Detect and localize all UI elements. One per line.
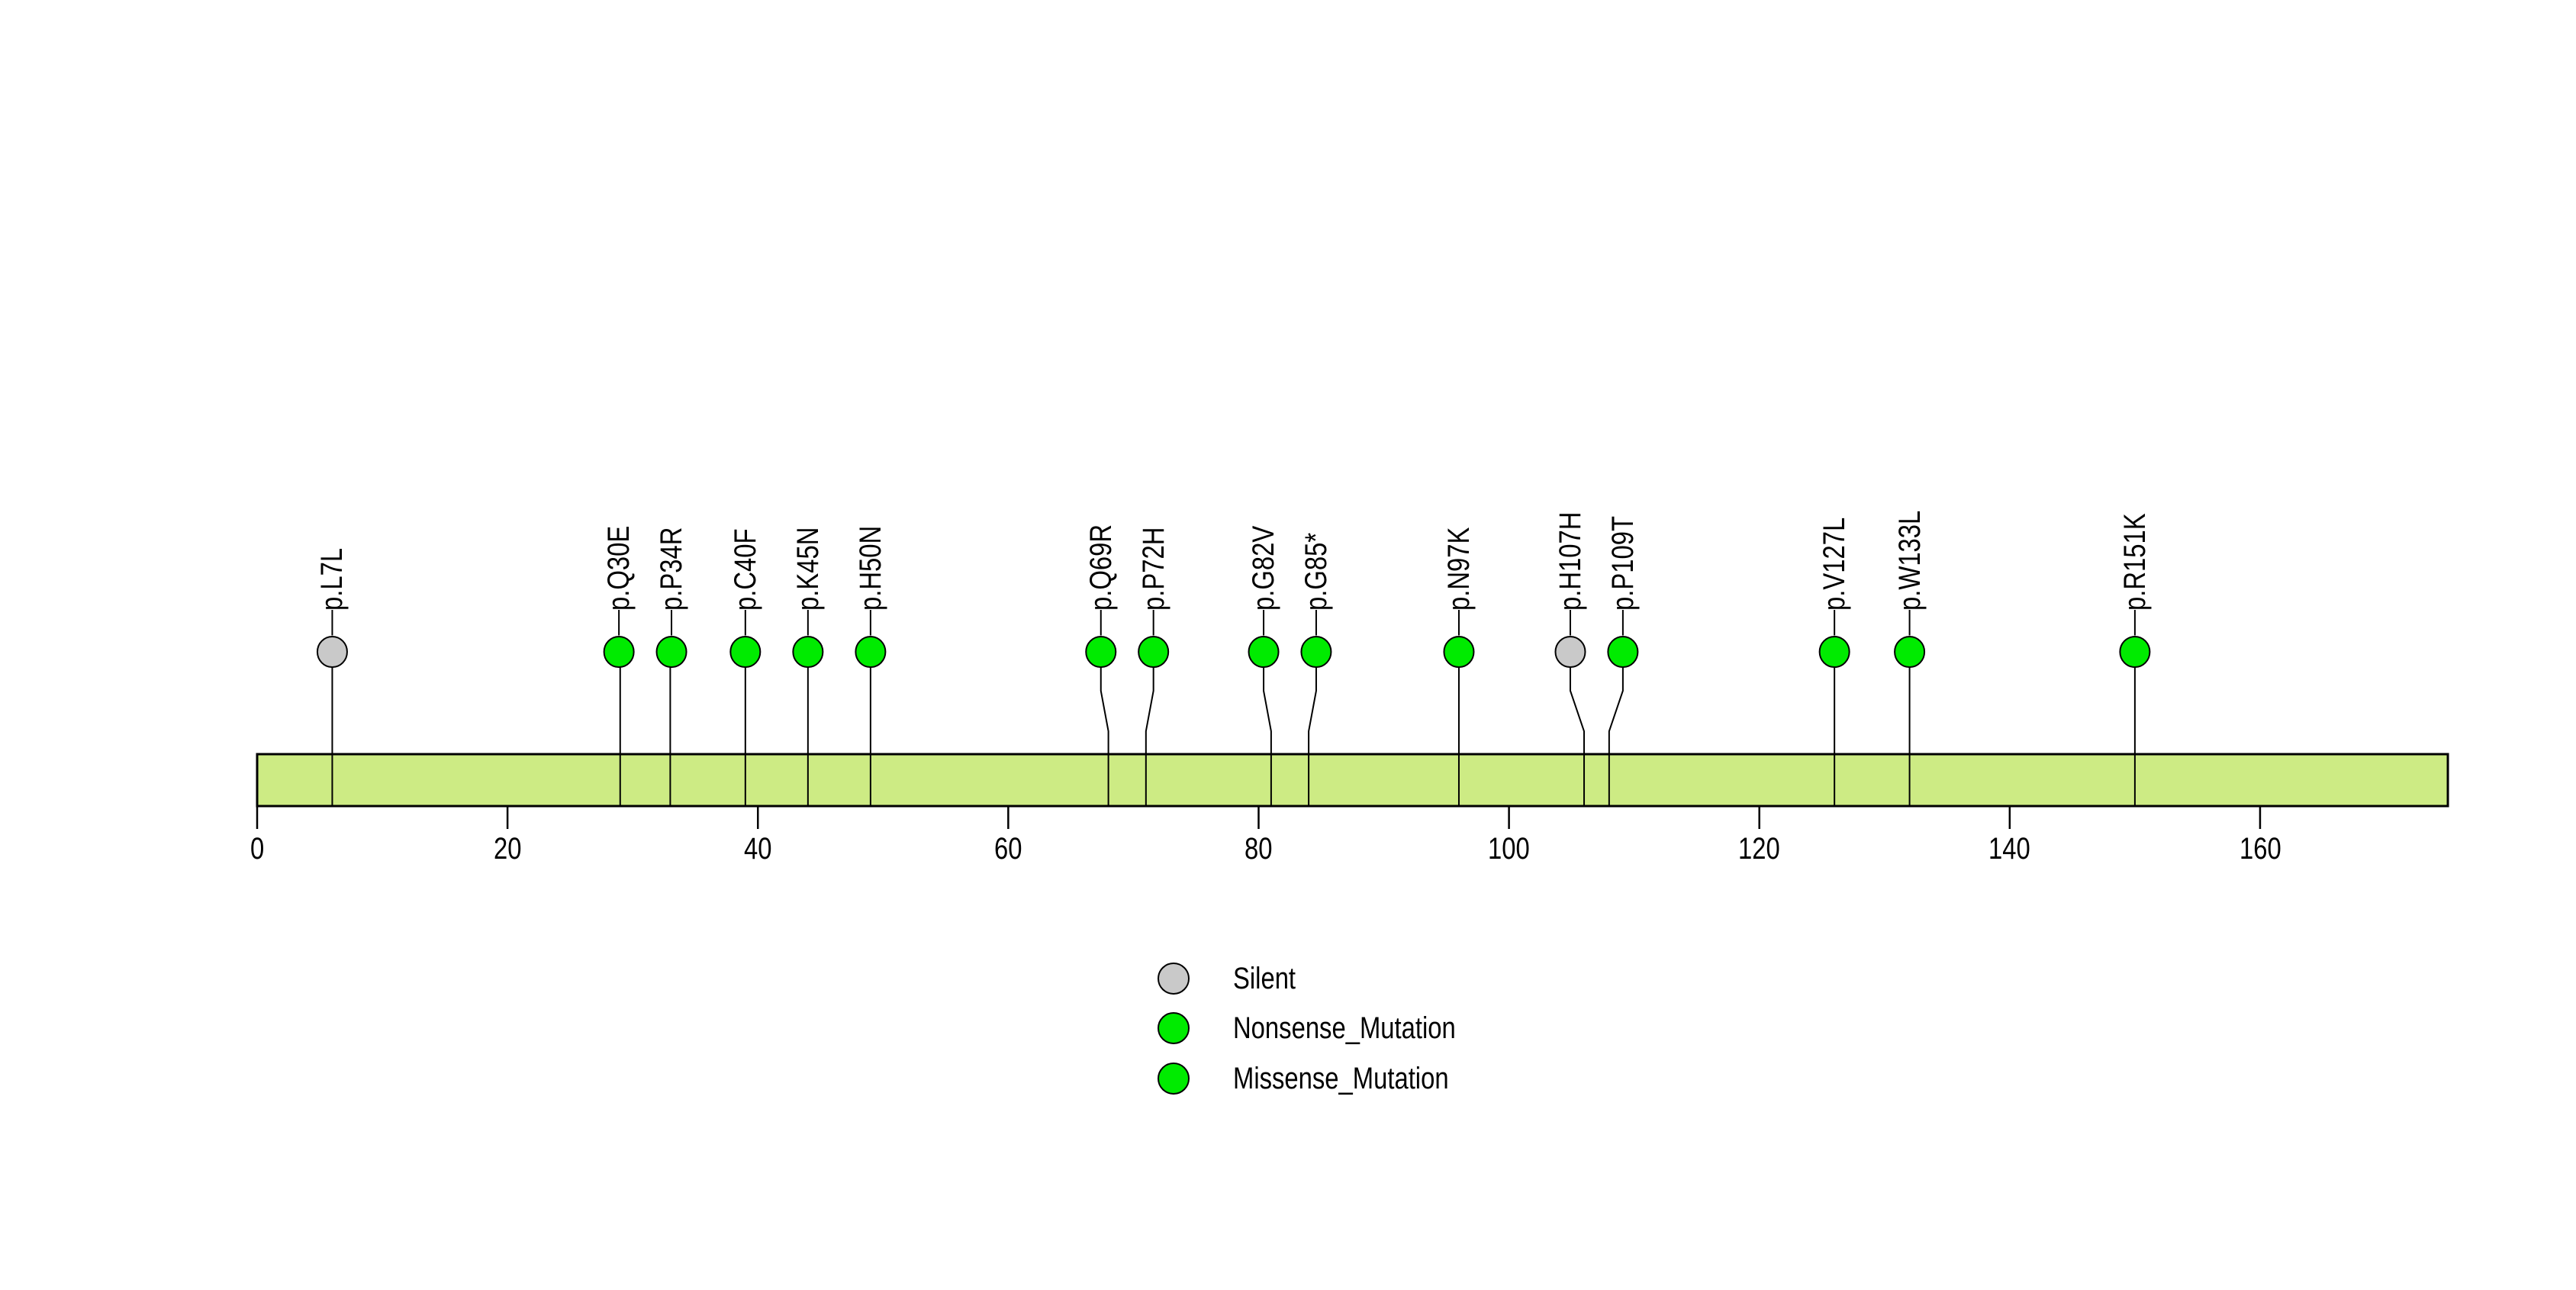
x-axis-tick-label: 20 [446,832,568,866]
x-axis-tick-label: 0 [196,832,318,866]
tick-value: 120 [1738,832,1781,866]
mutation-circle [1138,636,1170,668]
mutation-circle [1894,636,1926,668]
mutation-label: p.W133L [1892,510,1927,611]
mutation-label: p.P34R [655,527,689,611]
mutation-label: p.V127L [1818,517,1852,611]
lollipop-stem [1608,666,1624,805]
tick-value: 160 [2239,832,2281,866]
mutation-label: p.Q69R [1084,524,1118,611]
lollipop-stem [1100,666,1109,805]
tick-value: 100 [1488,832,1530,866]
x-axis-tick-label: 40 [697,832,819,866]
mutation-label: p.Q30E [602,525,636,611]
legend-color-dot [1158,1063,1190,1095]
legend-color-dot [1158,963,1190,995]
mutation-label: p.C40F [728,528,762,611]
lollipop-stem [1145,666,1154,805]
legend-label: Nonsense_Mutation [1233,1011,1456,1045]
protein-domain-bar [256,753,2449,808]
legend-item-silent: Silent [1158,960,1309,997]
mutation-label: p.H107H [1553,511,1587,611]
mutation-circle [1085,636,1117,668]
mutation-label: p.G82V [1247,525,1281,611]
mutation-label: p.P109T [1605,516,1640,611]
mutation-circle [1300,636,1332,668]
legend-label: Missense_Mutation [1233,1061,1449,1095]
mutation-circle [855,636,887,668]
x-axis-tick-label: 60 [947,832,1069,866]
mutation-circle [1443,636,1475,668]
legend-color-dot [1158,1012,1190,1044]
legend-item-nonsense_mutation: Nonsense_Mutation [1158,1010,1505,1047]
mutation-circle [1818,636,1850,668]
mutation-circle [1607,636,1639,668]
tick-value: 0 [250,832,265,866]
tick-value: 40 [743,832,772,866]
mutation-label: p.P72H [1136,527,1170,611]
mutation-circle [1554,636,1586,668]
tick-value: 20 [493,832,522,866]
mutation-label: p.N97K [1441,527,1476,611]
tick-value: 80 [1245,832,1273,866]
mutation-label: p.K45N [791,527,825,611]
x-axis-tick-label: 120 [1699,832,1821,866]
lollipop-stem [1569,666,1586,805]
legend-label: Silent [1233,961,1296,995]
x-axis-tick-label: 160 [2199,832,2321,866]
mutation-circle [792,636,824,668]
tick-value: 60 [994,832,1022,866]
x-axis-tick-label: 140 [1949,832,2071,866]
tick-value: 140 [1988,832,2031,866]
mutation-circle [1248,636,1280,668]
mutation-circle [603,636,635,668]
mutation-circle [2119,636,2151,668]
mutation-circle [655,636,687,668]
lollipop-stem [1263,666,1272,805]
mutation-label: p.L7L [315,547,349,611]
mutation-label: p.G85* [1299,532,1333,611]
mutation-label: p.H50N [853,525,887,611]
mutation-label: p.R151K [2117,513,2152,611]
lollipop-stem [1308,666,1317,805]
x-axis-tick-label: 100 [1448,832,1570,866]
legend-item-missense_mutation: Missense_Mutation [1158,1060,1496,1097]
mutation-circle [729,636,762,668]
mutation-circle [316,636,348,668]
x-axis-tick-label: 80 [1197,832,1319,866]
